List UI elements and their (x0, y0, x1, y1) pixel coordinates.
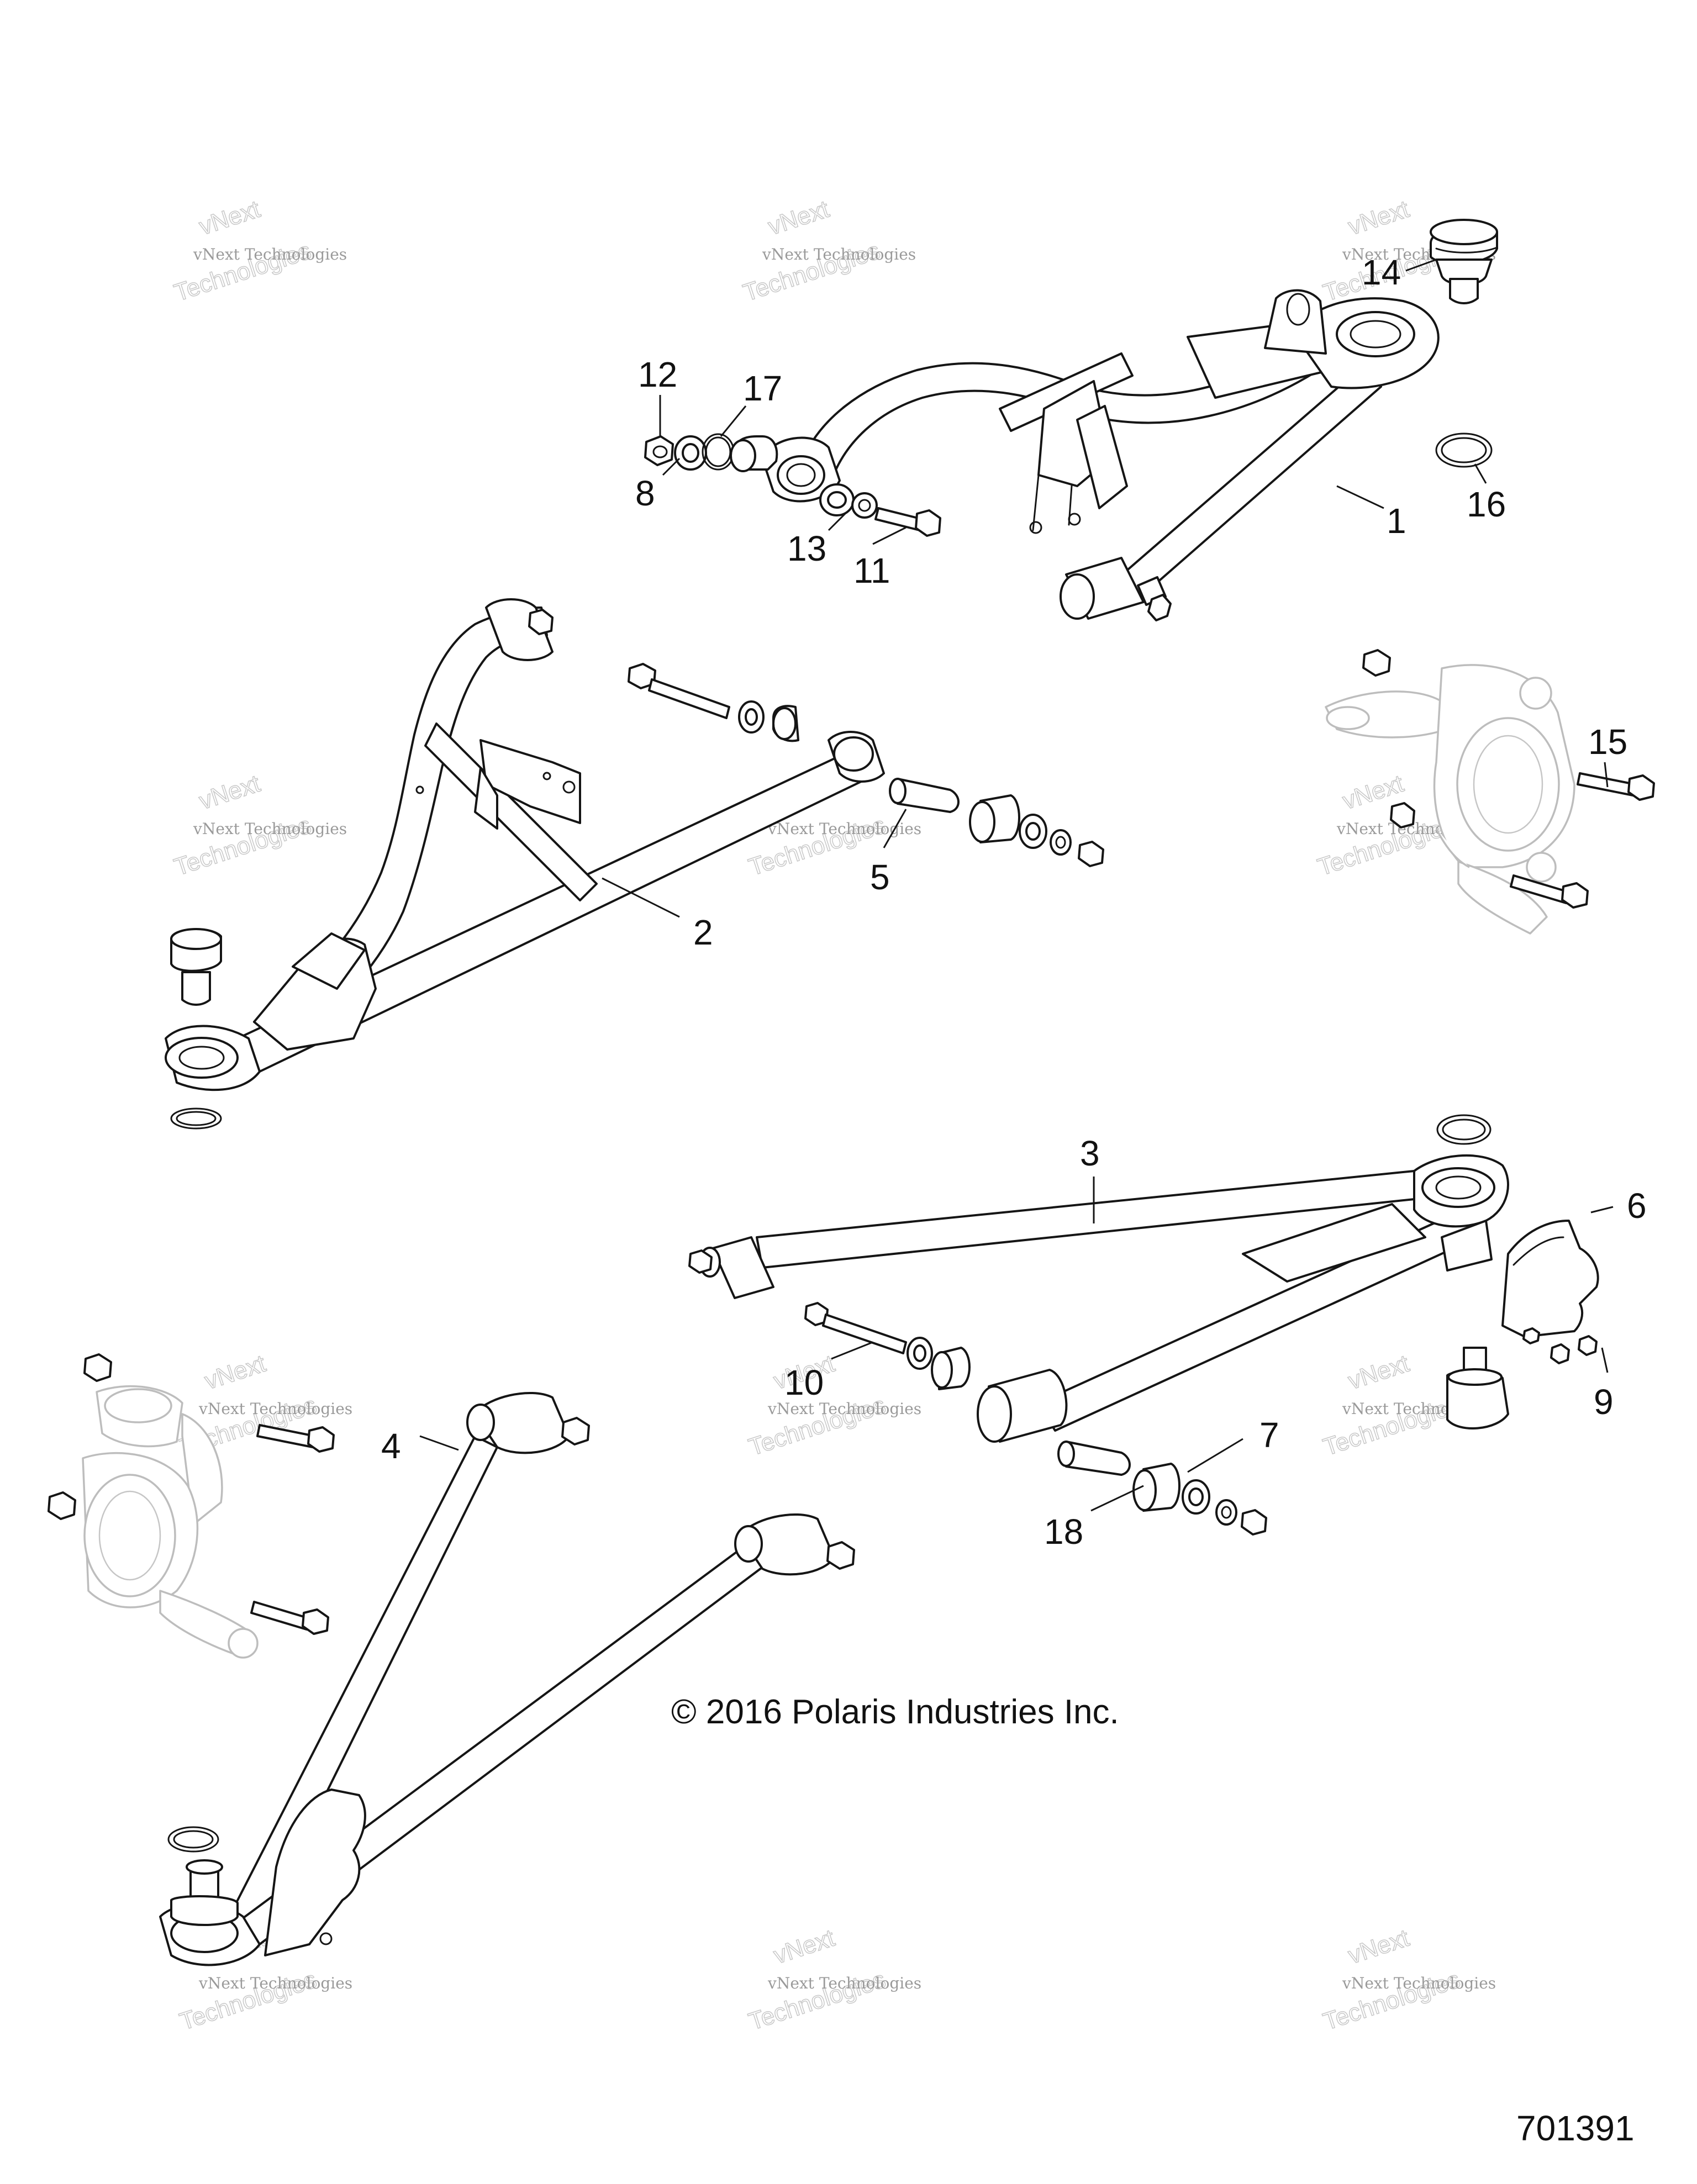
ghost-knuckle-left (82, 1385, 259, 1659)
callout-17[interactable]: 17 (743, 368, 782, 408)
watermark-vnext: vNext (765, 196, 832, 240)
part-17-retaining-ring (702, 433, 735, 471)
callout-6[interactable]: 6 (1627, 1186, 1647, 1226)
watermark-text: vNext Technologies (198, 1974, 352, 1992)
watermark-vnext: vNext (196, 770, 263, 815)
callout-11[interactable]: 11 (853, 551, 890, 590)
watermark-text: vNext Technologies (767, 820, 921, 838)
watermark: vNext Technologies vNext Technologies (740, 195, 916, 307)
part-14-ball-joint (1430, 219, 1498, 304)
watermark: vNext Technologies vNext Technologies (745, 1924, 921, 2036)
callout-3[interactable]: 3 (1080, 1133, 1100, 1173)
part-lower-pivot-bolt (628, 663, 730, 719)
part-2-lower-a-arm (165, 598, 885, 1091)
part-6-guard-plate (1501, 1220, 1599, 1338)
callout-7[interactable]: 7 (1259, 1415, 1279, 1455)
part-4-retaining-ring (167, 1826, 219, 1853)
part-knuckle-nut-right (1362, 649, 1415, 829)
callout-9[interactable]: 9 (1594, 1382, 1614, 1422)
copyright-notice: © 2016 Polaris Industries Inc. (671, 1693, 1119, 1731)
watermark-text: vNext Technologies (762, 245, 916, 263)
watermark-vnext: vNext (1345, 1924, 1413, 1969)
part-knuckle-nut-left (48, 1353, 112, 1520)
part-5-sleeve (889, 778, 960, 813)
watermark: vNext Technologies vNext Technologies (171, 195, 347, 307)
watermark-text: vNext Technologies (1342, 1974, 1496, 1992)
callout-2[interactable]: 2 (693, 912, 713, 952)
callout-16[interactable]: 16 (1467, 484, 1506, 524)
part-12-nut (644, 435, 674, 466)
part-15-bolt (1577, 772, 1655, 801)
watermark-text: vNext Technologies (198, 1400, 352, 1418)
callout-4[interactable]: 4 (381, 1426, 401, 1466)
watermark-text: vNext Technologies (193, 820, 347, 838)
callout-18[interactable]: 18 (1044, 1512, 1083, 1552)
callout-15[interactable]: 15 (1588, 722, 1627, 762)
watermark-vnext: vNext (1345, 196, 1413, 240)
part-lower-retaining-ring (170, 1107, 222, 1130)
watermark: vNext Technologies vNext Technologies (745, 1349, 921, 1462)
watermark-text: vNext Technologies (767, 1400, 921, 1418)
part-upper-bushing (730, 435, 778, 472)
callout-1[interactable]: 1 (1387, 501, 1406, 541)
callout-12[interactable]: 12 (638, 355, 677, 394)
callout-5[interactable]: 5 (870, 857, 890, 897)
leader-lines (419, 259, 1614, 1512)
callouts: 1 2 3 4 5 6 7 8 9 10 11 12 13 14 15 16 1… (381, 252, 1647, 1552)
part-3-a-arm (688, 1154, 1509, 1443)
part-16-retaining-ring (1435, 432, 1493, 468)
part-10-bolt (804, 1302, 933, 1370)
part-lower-washers (738, 700, 799, 742)
watermark-vnext: vNext (196, 196, 263, 240)
figure-number: 701391 (1516, 2108, 1635, 2148)
callout-10[interactable]: 10 (784, 1363, 824, 1402)
part-11-bolt (874, 507, 941, 537)
part-7-bushing (1132, 1463, 1267, 1536)
part-4-ball-joint (170, 1859, 239, 1926)
ghost-knuckle-right (1325, 664, 1575, 935)
watermark: vNext Technologies vNext Technologies (1320, 1924, 1496, 2036)
watermark-vnext: vNext (771, 1924, 838, 1969)
part-right-ball-joint (1446, 1347, 1509, 1429)
part-4-a-arm (159, 1392, 855, 1966)
part-1-upper-a-arm (761, 289, 1440, 621)
watermark-text: vNext Technologies (193, 245, 347, 263)
callout-14[interactable]: 14 (1362, 252, 1401, 292)
part-13-spacer (819, 483, 878, 519)
part-knuckle-bolt-left-lower (250, 1601, 329, 1635)
part-knuckle-bolt-left-upper (256, 1424, 335, 1453)
part-lower-bushing-right (969, 794, 1104, 867)
part-lower-ball-joint (170, 928, 222, 1006)
watermark-vnext: vNext (202, 1350, 269, 1395)
part-8-washer (674, 435, 707, 471)
part-lower-knuckle-bolt-right (1510, 874, 1589, 909)
watermark-vnext: vNext (1345, 1350, 1413, 1395)
watermark: vNext Technologies vNext Technologies (171, 769, 347, 882)
callout-13[interactable]: 13 (787, 529, 826, 568)
part-3-bushing (931, 1347, 971, 1390)
watermark-text: vNext Technologies (767, 1974, 921, 1992)
part-18-sleeve (1057, 1441, 1131, 1476)
part-3-retaining-ring (1436, 1114, 1492, 1145)
part-9-screws (1522, 1327, 1598, 1364)
callout-8[interactable]: 8 (635, 473, 655, 513)
